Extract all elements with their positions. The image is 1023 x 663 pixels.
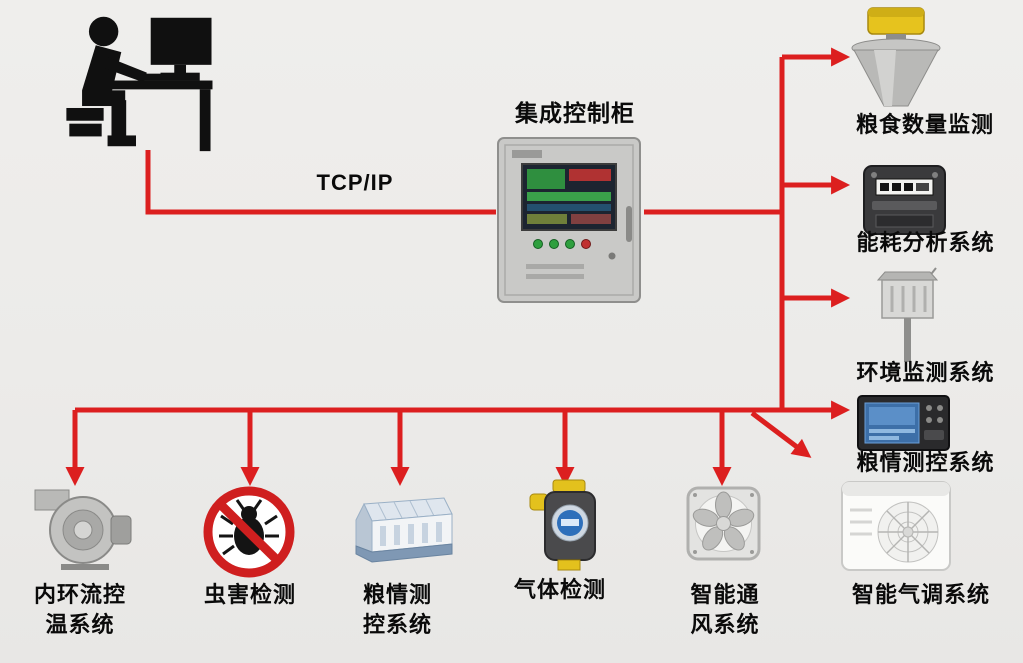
- node-pest-detection: [203, 486, 295, 578]
- no-insect-sign-icon: [203, 486, 295, 578]
- energy-meter-icon: [863, 165, 946, 235]
- tcpip-label: TCP/IP: [316, 170, 394, 195]
- node-grain-quantity-monitoring: [848, 6, 943, 112]
- hub-label: 集成控制柜: [515, 100, 635, 126]
- node-smart-ventilation: [686, 486, 761, 561]
- person-at-computer-icon: [66, 16, 213, 152]
- node-label-smart-ventilation: 智能通 风系统: [690, 582, 760, 637]
- gas-detector-icon: [529, 479, 596, 571]
- connector-arrow-atmosphere: [750, 411, 812, 458]
- blower-fan-icon: [34, 489, 132, 570]
- node-label-grain-quantity: 粮食数量监测: [855, 112, 994, 137]
- radar-level-sensor-icon: [851, 7, 941, 107]
- air-conditioner-icon: [841, 481, 951, 571]
- node-smart-atmosphere: [840, 480, 952, 572]
- control-cabinet-icon: [497, 137, 641, 303]
- node-gas-detection: [522, 478, 616, 572]
- node-label-smart-atmosphere: 智能气调系统: [851, 582, 990, 607]
- workstation-node: [52, 6, 220, 158]
- node-inner-circulation: [33, 484, 133, 572]
- node-label-grain-monitoring: 粮情测 控系统: [362, 582, 432, 637]
- node-grain-condition: [856, 392, 951, 454]
- grain-tray-icon: [355, 497, 453, 563]
- monitoring-panel-icon: [857, 395, 950, 451]
- weather-sensor-icon: [876, 267, 939, 362]
- node-label-gas-detection: 气体检测: [513, 577, 606, 602]
- node-grain-monitoring: [346, 494, 454, 570]
- node-label-pest-detection: 虫害检测: [203, 582, 296, 607]
- node-label-grain-condition: 粮情测控系统: [856, 450, 995, 475]
- hub-node: [494, 136, 644, 306]
- node-label-energy-analysis: 能耗分析系统: [856, 230, 995, 255]
- node-label-inner-circulation: 内环流控 温系统: [33, 582, 126, 637]
- node-energy-analysis: [862, 164, 947, 236]
- ventilation-fan-icon: [686, 486, 761, 561]
- node-label-environment: 环境监测系统: [856, 360, 995, 385]
- node-environment-monitoring: [870, 266, 945, 362]
